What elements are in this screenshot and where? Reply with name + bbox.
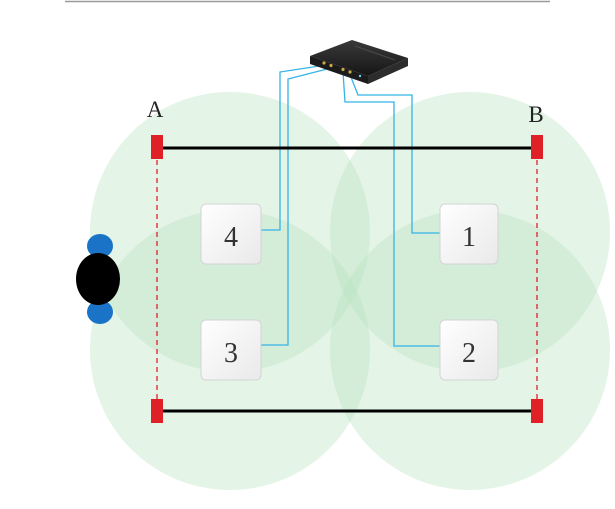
reader-port-2 xyxy=(329,63,333,68)
antenna-2: 2 xyxy=(439,319,499,381)
antenna-1-label: 1 xyxy=(462,222,476,253)
antenna-3-label: 3 xyxy=(224,338,238,369)
antenna-4-label: 4 xyxy=(224,222,238,253)
cable-antenna-3 xyxy=(261,67,332,346)
gate-label-a: A xyxy=(147,97,164,122)
person-icon xyxy=(76,234,120,324)
cable-antenna-4 xyxy=(261,64,327,231)
antenna-1: 1 xyxy=(439,203,499,265)
person-shoulder-top xyxy=(87,234,113,258)
reader-port-1 xyxy=(322,61,326,65)
gate-marker-bottom-left xyxy=(151,399,163,423)
person-head xyxy=(76,253,120,305)
reader-port-3 xyxy=(341,67,345,72)
reader-top xyxy=(310,40,408,76)
reader-led xyxy=(358,74,362,78)
reader-port-4 xyxy=(348,70,352,74)
antenna-cables xyxy=(261,64,440,347)
gate-marker-top-left xyxy=(151,135,163,159)
antenna-3: 3 xyxy=(200,319,262,381)
gate-marker-top-right xyxy=(531,135,543,159)
antenna-2-label: 2 xyxy=(462,338,476,369)
person-shoulder-bottom xyxy=(87,300,113,324)
gate-label-b: B xyxy=(528,102,543,127)
antenna-4: 4 xyxy=(200,203,262,265)
cable-antenna-2 xyxy=(342,71,440,347)
cable-antenna-1 xyxy=(348,71,440,234)
reader-vent xyxy=(354,45,396,61)
reader-side xyxy=(368,58,408,84)
gate-marker-bottom-right xyxy=(531,399,543,423)
rfid-reader xyxy=(310,40,408,84)
